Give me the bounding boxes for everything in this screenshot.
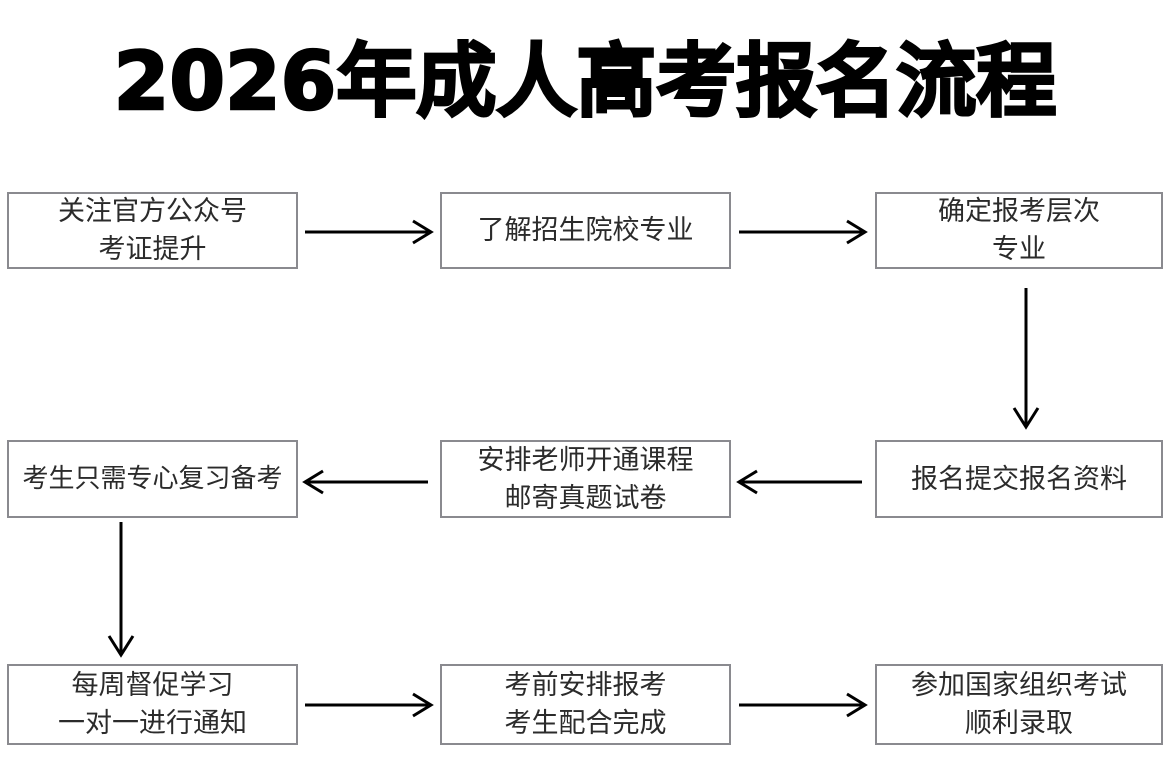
arrow-n3-to-n6 (1012, 288, 1040, 430)
arrow-n6-to-n5 (736, 469, 862, 495)
node-line-2: 邮寄真题试卷 (504, 482, 667, 514)
page-title: 2026年成人高考报名流程 (112, 34, 1057, 130)
node-line-1: 了解招生院校专业 (477, 215, 694, 246)
arrow-n2-to-n3 (739, 219, 868, 245)
node-line-2: 顺利录取 (965, 708, 1073, 739)
node-line-1: 考生只需专心复习备考 (22, 463, 283, 494)
node-line-1: 每周督促学习 (71, 670, 234, 701)
node-line-2: 专业 (992, 234, 1046, 265)
node-weekly-supervision[interactable]: 每周督促学习 一对一进行通知 (7, 664, 298, 745)
node-line-2: 考生配合完成 (504, 708, 667, 739)
node-focus-on-review[interactable]: 考生只需专心复习备考 (7, 440, 298, 518)
node-pre-exam-arrangement[interactable]: 考前安排报考 考生配合完成 (440, 664, 731, 745)
node-line-1: 关注官方公众号 (58, 196, 247, 227)
node-confirm-level-major[interactable]: 确定报考层次 专业 (875, 192, 1163, 269)
node-submit-materials[interactable]: 报名提交报名资料 (875, 440, 1163, 518)
node-teacher-course-papers[interactable]: 安排老师开通课程 邮寄真题试卷 (440, 440, 731, 518)
node-national-exam-admission[interactable]: 参加国家组织考试 顺利录取 (875, 664, 1163, 745)
node-line-2: 一对一进行通知 (58, 708, 247, 739)
node-learn-schools-majors[interactable]: 了解招生院校专业 (440, 192, 731, 269)
arrow-n1-to-n2 (305, 219, 434, 245)
node-line-1: 报名提交报名资料 (911, 463, 1127, 495)
node-line-1: 考前安排报考 (504, 670, 667, 701)
arrow-n8-to-n9 (739, 692, 868, 718)
arrow-n5-to-n4 (302, 469, 428, 495)
arrow-n7-to-n8 (305, 692, 434, 718)
arrow-n4-to-n7 (107, 522, 135, 658)
node-line-1: 确定报考层次 (938, 196, 1100, 227)
node-line-1: 参加国家组织考试 (911, 670, 1127, 701)
node-follow-official-account[interactable]: 关注官方公众号 考证提升 (7, 192, 298, 269)
node-line-2: 考证提升 (98, 234, 207, 265)
node-line-1: 安排老师开通课程 (477, 444, 694, 476)
